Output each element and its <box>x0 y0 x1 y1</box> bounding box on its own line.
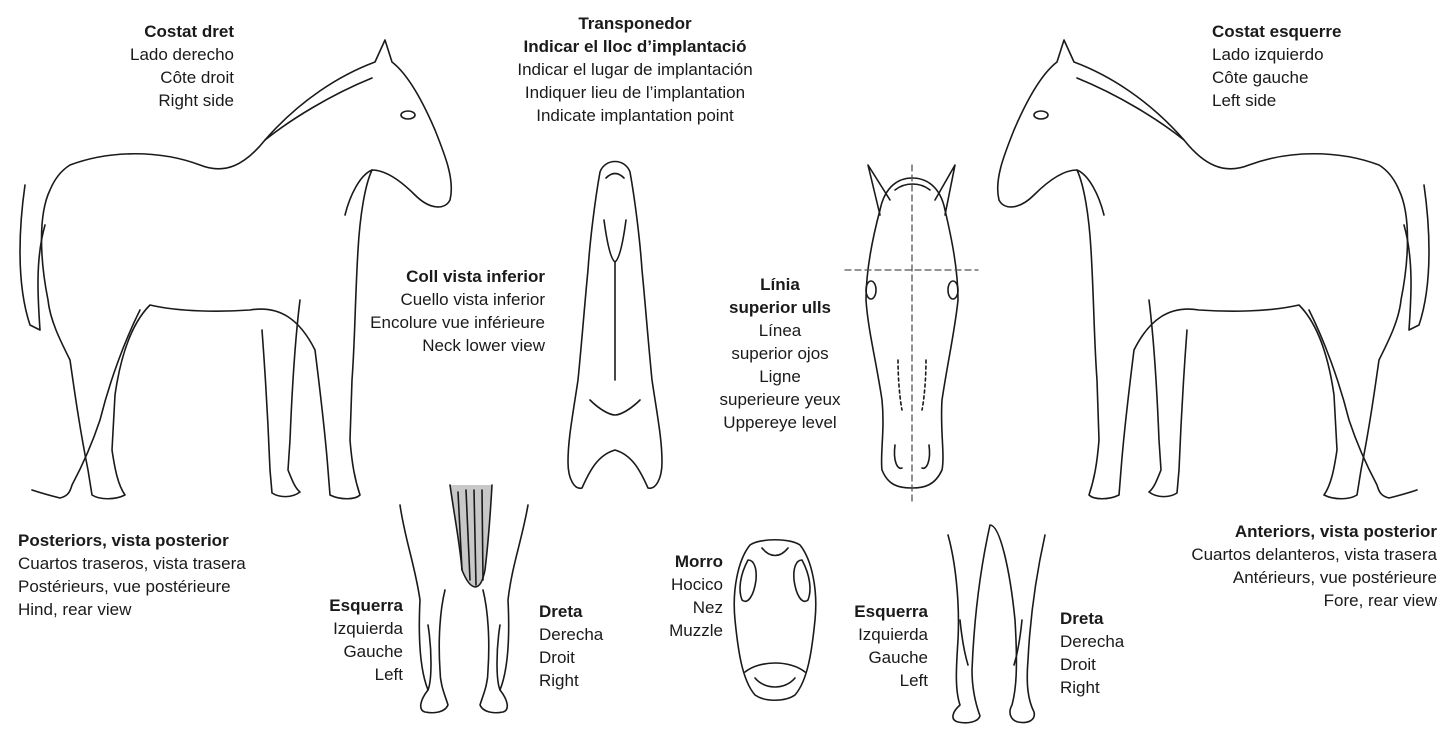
left-side-en: Left side <box>1212 89 1341 112</box>
fore-left-title: Esquerra <box>854 600 928 623</box>
fore-right-fr: Droit <box>1060 653 1124 676</box>
muzzle-en: Muzzle <box>669 619 723 642</box>
transponder-es: Indicar el lugar de implantación <box>480 58 790 81</box>
fore-right-label: Dreta Derecha Droit Right <box>1060 607 1124 699</box>
fore-right-title: Dreta <box>1060 607 1124 630</box>
transponder-label: Transponedor Indicar el lloc d’implantac… <box>480 12 790 127</box>
hind-en: Hind, rear view <box>18 598 246 621</box>
muzzle-icon <box>734 540 816 701</box>
right-side-en: Right side <box>130 89 234 112</box>
neck-en: Neck lower view <box>370 334 545 357</box>
head-front-view-icon <box>845 165 978 505</box>
eye-line-title-2: superior ulls <box>700 296 860 319</box>
right-side-fr: Côte droit <box>130 66 234 89</box>
hind-title: Posteriors, vista posterior <box>18 529 246 552</box>
hind-left-title: Esquerra <box>329 594 403 617</box>
hind-es: Cuartos traseros, vista trasera <box>18 552 246 575</box>
neck-es: Cuello vista inferior <box>370 288 545 311</box>
fore-left-es: Izquierda <box>854 623 928 646</box>
eye-line-title-1: Línia <box>700 273 860 296</box>
right-side-es: Lado derecho <box>130 43 234 66</box>
eye-line-fr-1: Ligne <box>700 365 860 388</box>
left-side-es: Lado izquierdo <box>1212 43 1341 66</box>
eye-line-es-2: superior ojos <box>700 342 860 365</box>
fore-fr: Antérieurs, vue postérieure <box>1191 566 1437 589</box>
hind-right-es: Derecha <box>539 623 603 646</box>
hind-right-en: Right <box>539 669 603 692</box>
eye-line-label: Línia superior ulls Línea superior ojos … <box>700 273 860 434</box>
transponder-subtitle: Indicar el lloc d’implantació <box>480 35 790 58</box>
fore-es: Cuartos delanteros, vista trasera <box>1191 543 1437 566</box>
neck-title: Coll vista inferior <box>370 265 545 288</box>
hind-left-fr: Gauche <box>329 640 403 663</box>
transponder-en: Indicate implantation point <box>480 104 790 127</box>
left-side-fr: Côte gauche <box>1212 66 1341 89</box>
fore-left-fr: Gauche <box>854 646 928 669</box>
right-side-label: Costat dret Lado derecho Côte droit Righ… <box>130 20 234 112</box>
muzzle-fr: Nez <box>669 596 723 619</box>
eye-line-en: Uppereye level <box>700 411 860 434</box>
hind-left-es: Izquierda <box>329 617 403 640</box>
transponder-fr: Indiquer lieu de l’implantation <box>480 81 790 104</box>
left-side-title: Costat esquerre <box>1212 20 1341 43</box>
neck-lower-view-icon <box>568 162 662 489</box>
fore-title: Anteriors, vista posterior <box>1191 520 1437 543</box>
hind-left-label: Esquerra Izquierda Gauche Left <box>329 594 403 686</box>
fore-left-label: Esquerra Izquierda Gauche Left <box>854 600 928 692</box>
hind-legs-icon <box>400 485 528 713</box>
fore-right-es: Derecha <box>1060 630 1124 653</box>
eye-line-fr-2: superieure yeux <box>700 388 860 411</box>
fore-legs-icon <box>948 525 1045 723</box>
hind-fr: Postérieurs, vue postérieure <box>18 575 246 598</box>
muzzle-title: Morro <box>669 550 723 573</box>
fore-en: Fore, rear view <box>1191 589 1437 612</box>
neck-label: Coll vista inferior Cuello vista inferio… <box>370 265 545 357</box>
hind-label: Posteriors, vista posterior Cuartos tras… <box>18 529 246 621</box>
left-side-label: Costat esquerre Lado izquierdo Côte gauc… <box>1212 20 1341 112</box>
fore-left-en: Left <box>854 669 928 692</box>
hind-right-title: Dreta <box>539 600 603 623</box>
hind-right-label: Dreta Derecha Droit Right <box>539 600 603 692</box>
muzzle-label: Morro Hocico Nez Muzzle <box>669 550 723 642</box>
fore-right-en: Right <box>1060 676 1124 699</box>
muzzle-es: Hocico <box>669 573 723 596</box>
eye-line-es-1: Línea <box>700 319 860 342</box>
hind-right-fr: Droit <box>539 646 603 669</box>
hind-left-en: Left <box>329 663 403 686</box>
neck-fr: Encolure vue inférieure <box>370 311 545 334</box>
right-side-title: Costat dret <box>130 20 234 43</box>
fore-label: Anteriors, vista posterior Cuartos delan… <box>1191 520 1437 612</box>
transponder-title: Transponedor <box>480 12 790 35</box>
